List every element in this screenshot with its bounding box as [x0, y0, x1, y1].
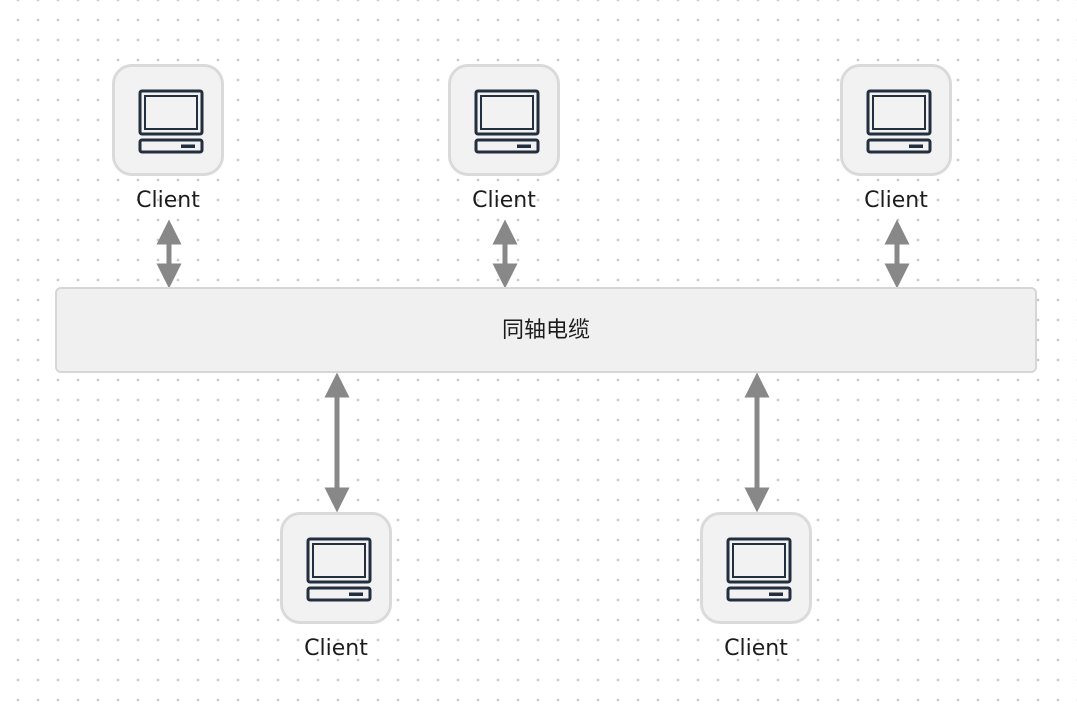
client-label-1: Client — [136, 188, 200, 213]
client-label-4: Client — [304, 636, 368, 661]
computer-icon — [306, 537, 372, 602]
client-node-2[interactable] — [448, 64, 560, 176]
client-node-3[interactable] — [840, 64, 952, 176]
computer-icon — [474, 89, 540, 154]
computer-icon — [138, 89, 204, 154]
client-node-5[interactable] — [700, 512, 812, 624]
client-label-3: Client — [864, 188, 928, 213]
coaxial-cable-bus[interactable]: 同轴电缆 — [55, 287, 1037, 373]
computer-icon — [866, 89, 932, 154]
client-label-5: Client — [724, 636, 788, 661]
client-label-2: Client — [472, 188, 536, 213]
client-node-4[interactable] — [280, 512, 392, 624]
client-node-1[interactable] — [112, 64, 224, 176]
computer-icon — [726, 537, 792, 602]
bus-label: 同轴电缆 — [501, 318, 590, 343]
